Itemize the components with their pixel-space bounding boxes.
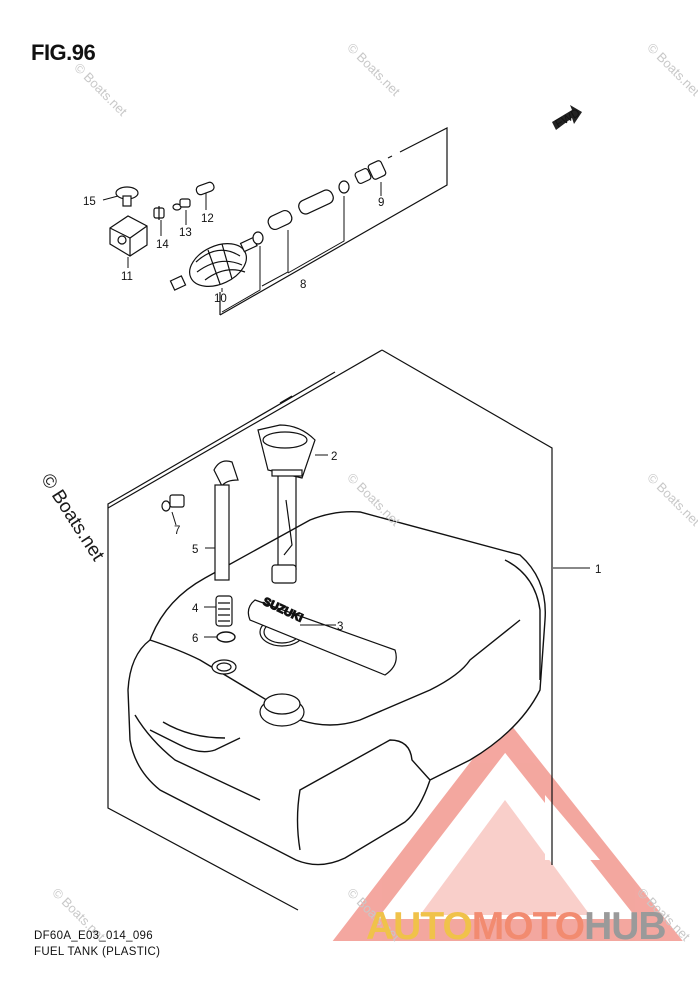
part-13-nipple xyxy=(172,198,191,211)
callout-3: 3 xyxy=(337,621,343,633)
upper-leader-lines xyxy=(102,182,382,313)
callout-2: 2 xyxy=(331,451,337,463)
callout-14: 14 xyxy=(156,239,169,251)
part-1-fuel-tank xyxy=(127,510,546,866)
figure-code: DF60A_E03_014_096 xyxy=(34,930,153,942)
callout-9: 9 xyxy=(378,197,384,209)
callout-11: 11 xyxy=(121,271,133,283)
callout-15: 15 xyxy=(83,196,96,208)
callout-1: 1 xyxy=(595,564,601,576)
tank-assembly-box xyxy=(107,349,553,911)
part-9-connector xyxy=(354,160,387,185)
part-2-fuel-gauge xyxy=(257,424,316,584)
part-8-fuel-hose xyxy=(252,180,350,245)
brand-logo-triangle xyxy=(332,717,683,941)
part-14-clip xyxy=(153,206,165,220)
callout-8: 8 xyxy=(300,279,306,291)
lower-leader-lines xyxy=(171,454,590,638)
part-5-pickup-pipe xyxy=(213,460,239,581)
part-11-block xyxy=(109,215,148,257)
figure-name: FUEL TANK (PLASTIC) xyxy=(34,946,161,958)
brand-part-auto: AUTO xyxy=(366,905,473,948)
part-12-sleeve xyxy=(195,181,215,196)
callout-5: 5 xyxy=(192,544,198,556)
figure-title: FIG.96 xyxy=(31,40,96,65)
brand-part-moto: MOTO xyxy=(471,905,585,948)
fwd-label: FWD xyxy=(554,107,583,130)
hose-assembly-box xyxy=(219,127,448,316)
callout-13: 13 xyxy=(179,227,192,239)
part-10-primer-bulb xyxy=(169,236,258,291)
part-4-filter xyxy=(215,595,233,627)
part-15-cap xyxy=(115,186,139,207)
tank-top-details xyxy=(211,599,397,727)
forward-arrow-icon xyxy=(552,105,582,130)
callout-6: 6 xyxy=(192,633,198,645)
part-7-elbow xyxy=(161,494,185,512)
callout-10: 10 xyxy=(214,293,227,305)
callout-7: 7 xyxy=(174,525,180,537)
brand-part-hub: HUB xyxy=(584,905,666,948)
brand-wordmark: AUTOMOTOHUB xyxy=(366,905,667,949)
callout-12: 12 xyxy=(201,213,214,225)
callout-4: 4 xyxy=(192,603,199,615)
